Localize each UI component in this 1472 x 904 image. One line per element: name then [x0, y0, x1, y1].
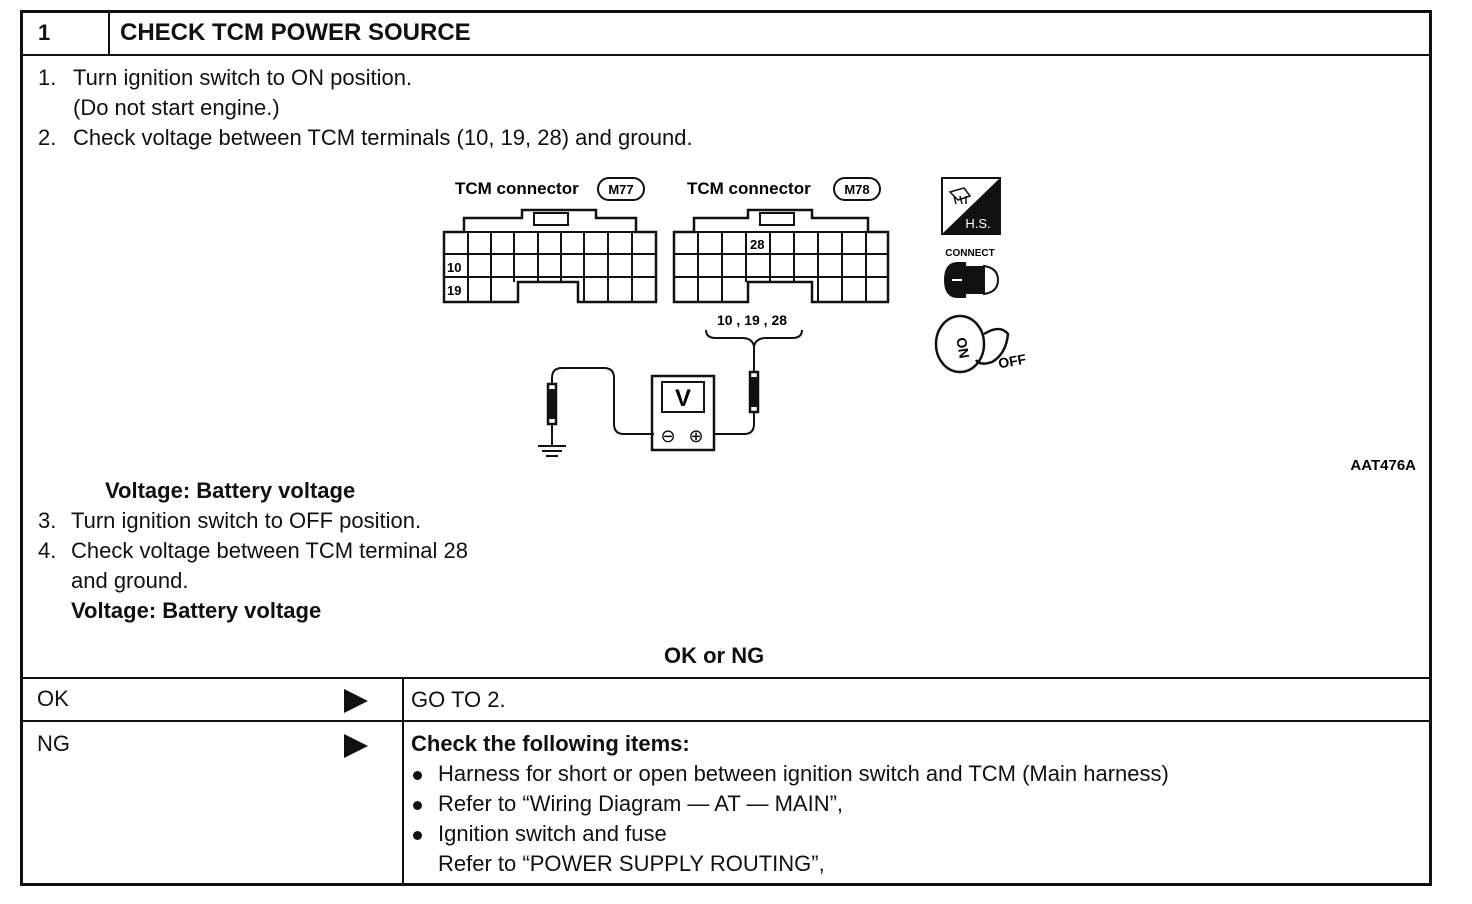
bullet-icon: [413, 771, 422, 780]
minus-terminal: ⊖: [660, 426, 675, 446]
connector1-grid: [444, 231, 656, 302]
header-divider: [20, 54, 1432, 56]
connector1-id: M77: [608, 182, 633, 197]
ok-action: GO TO 2.: [411, 687, 506, 712]
voltage-spec-2: Voltage: Battery voltage: [71, 598, 322, 623]
probe-brace: [705, 329, 803, 347]
connector1-label: TCM connector: [455, 179, 579, 198]
connect-label: CONNECT: [945, 248, 994, 259]
ok-or-ng-heading: OK or NG: [664, 643, 765, 668]
ng-heading: Check the following items:: [411, 731, 690, 756]
ignition-key-icon: [934, 314, 1010, 374]
results-column-divider: [402, 677, 404, 885]
voltmeter-symbol: V: [675, 385, 691, 412]
connector2-label: TCM connector: [687, 179, 811, 198]
figure-code: AAT476A: [1350, 457, 1416, 474]
step-1-num: 1.: [38, 65, 57, 90]
connector1-body: [442, 208, 658, 304]
pin-19-label: 19: [447, 283, 461, 298]
plus-terminal: ⊕: [688, 426, 703, 446]
negative-lead: [551, 367, 654, 435]
step-3-num: 3.: [38, 508, 57, 533]
results-mid-divider: [20, 720, 1432, 722]
step-1-text: Turn ignition switch to ON position.: [73, 65, 413, 90]
step-4-text: Check voltage between TCM terminal 28: [71, 538, 469, 563]
connector2-grid: [674, 231, 888, 302]
ng-sub-note: Refer to “POWER SUPPLY ROUTING”,: [438, 851, 825, 876]
pin-10-label: 10: [447, 260, 461, 275]
step-title: CHECK TCM POWER SOURCE: [120, 19, 471, 46]
step-4-text-cont: and ground.: [71, 568, 189, 593]
step-3-text: Turn ignition switch to OFF position.: [71, 508, 422, 533]
positive-probe: [748, 346, 760, 414]
hs-label: H.S.: [965, 216, 990, 231]
ng-label: NG: [37, 731, 70, 756]
negative-probe: [546, 382, 558, 446]
procedure-table: [20, 10, 1432, 886]
ng-item-3: Ignition switch and fuse: [438, 821, 667, 846]
pin-28-label: 28: [750, 237, 764, 252]
harness-service-icon: H.S.: [941, 177, 1001, 235]
connector2-id-badge: [833, 177, 881, 201]
key-on-label: ON: [953, 336, 972, 359]
probe-label: 10 , 19 , 28: [717, 312, 787, 328]
connect-plug-icon: [944, 262, 1000, 298]
ng-item-1: Harness for short or open between igniti…: [438, 761, 1169, 786]
step-1-note: (Do not start engine.): [73, 95, 280, 120]
connector1-id-badge: [597, 177, 645, 201]
step-number: 1: [38, 20, 51, 45]
step-4-num: 4.: [38, 538, 57, 563]
bullet-icon: [413, 831, 422, 840]
bullet-icon: [413, 801, 422, 810]
ground-symbol-icon: [538, 445, 566, 457]
ok-label: OK: [37, 686, 69, 711]
voltage-spec-1: Voltage: Battery voltage: [105, 478, 356, 503]
connector2-body: [672, 208, 890, 304]
ok-arrow-icon: [344, 689, 368, 713]
step-2-num: 2.: [38, 125, 57, 150]
connector2-id: M78: [844, 182, 869, 197]
ng-item-2: Refer to “Wiring Diagram — AT — MAIN”,: [438, 791, 844, 816]
header-cell-divider: [108, 10, 110, 56]
key-off-label: OFF: [997, 351, 1028, 372]
voltmeter-display: [661, 381, 705, 413]
results-top-divider: [20, 677, 1432, 679]
ng-arrow-icon: [344, 734, 368, 758]
step-2-text: Check voltage between TCM terminals (10,…: [73, 125, 693, 150]
positive-lead: [712, 412, 755, 435]
